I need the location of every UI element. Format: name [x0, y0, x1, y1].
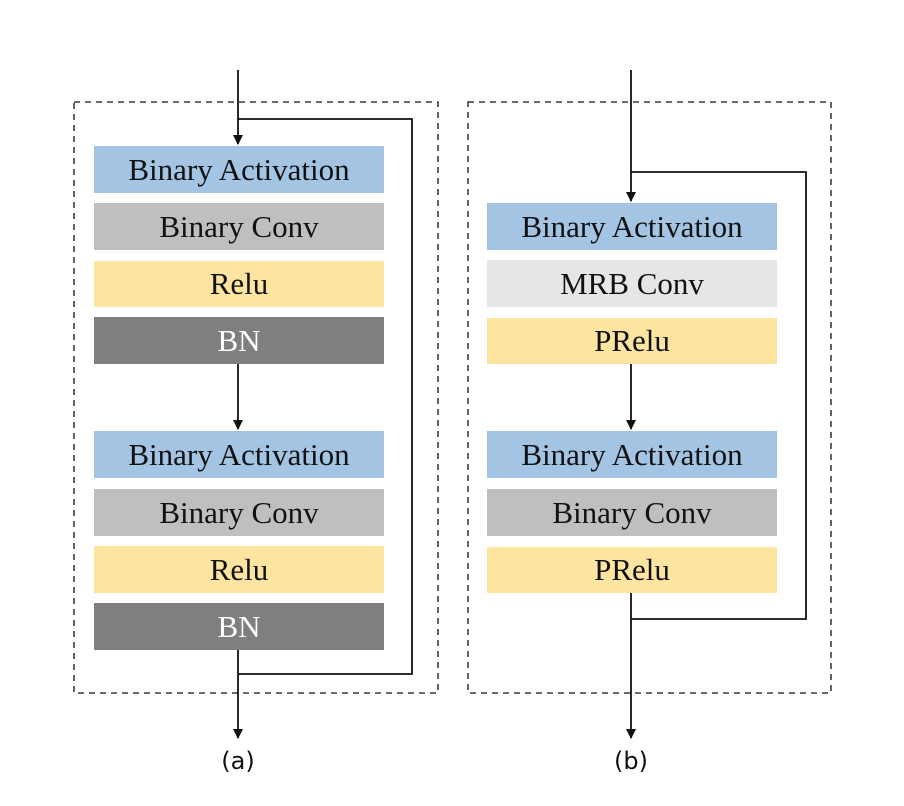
panel-b-g2-binary-conv: Binary Conv: [487, 489, 777, 536]
panel-a-g1-binary-conv: Binary Conv: [94, 203, 384, 250]
panel-b-skip-connection: [631, 171, 807, 620]
panel-a-g2-bn: BN: [94, 603, 384, 650]
panel-b-g1-prelu: PRelu: [487, 318, 777, 364]
panel-b-caption: (b): [614, 747, 648, 775]
panel-a-g1-bn: BN: [94, 317, 384, 364]
panel-a-g2-binary-activation: Binary Activation: [94, 431, 384, 478]
panel-a-caption: (a): [221, 747, 255, 775]
panel-a-g1-binary-activation: Binary Activation: [94, 146, 384, 193]
panel-b-g1-binary-activation: Binary Activation: [487, 203, 777, 250]
panel-a-g2-relu: Relu: [94, 546, 384, 593]
panel-a-g1-relu: Relu: [94, 261, 384, 307]
panel-a-skip-connection: [238, 118, 413, 675]
panel-a-g2-binary-conv: Binary Conv: [94, 489, 384, 536]
panel-b-g2-prelu: PRelu: [487, 547, 777, 593]
panel-b-dashed-border: [467, 101, 832, 694]
panel-a-dashed-border: [73, 101, 439, 694]
panel-b-g2-binary-activation: Binary Activation: [487, 431, 777, 478]
panel-b-g1-mrb-conv: MRB Conv: [487, 260, 777, 307]
